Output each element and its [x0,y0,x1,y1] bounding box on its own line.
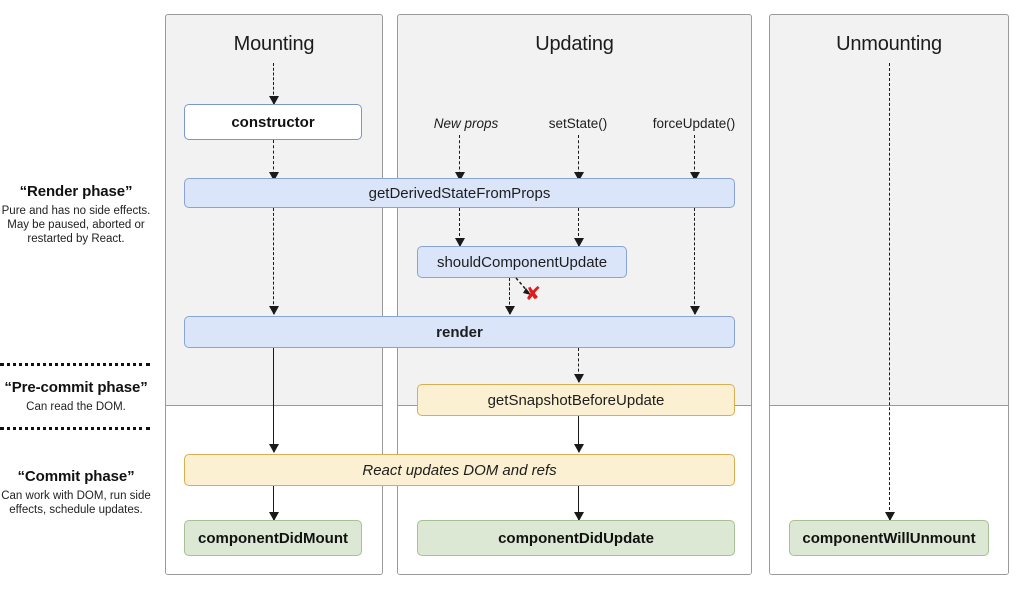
legend-commit-phase: “Commit phase” Can work with DOM, run si… [0,468,152,517]
node-component-did-update[interactable]: componentDidUpdate [417,520,735,556]
legend-render-phase: “Render phase” Pure and has no side effe… [0,183,152,246]
panel-updating-title: Updating [535,33,614,55]
node-get-derived-state-from-props[interactable]: getDerivedStateFromProps [184,178,735,208]
legend-divider-render-precommit [0,363,150,366]
node-should-component-update[interactable]: shouldComponentUpdate [417,246,627,278]
node-get-snapshot-before-update[interactable]: getSnapshotBeforeUpdate [417,384,735,416]
node-react-updates-dom-and-refs[interactable]: React updates DOM and refs [184,454,735,486]
trigger-force-update: forceUpdate() [652,116,736,131]
panel-mounting-title: Mounting [233,33,315,55]
node-render[interactable]: render [184,316,735,348]
legend-pre-commit-phase-title: “Pre-commit phase” [4,379,148,396]
legend-render-phase-title: “Render phase” [19,183,133,200]
node-constructor[interactable]: constructor [184,104,362,140]
panel-updating: Updating [397,14,752,575]
legend-pre-commit-phase-body: Can read the DOM. [26,401,126,413]
trigger-new-props: New props [433,116,499,131]
panel-unmounting-title: Unmounting [836,33,942,55]
arrow-scu-skip-render [515,277,531,295]
trigger-set-state: setState() [548,116,608,131]
legend-pre-commit-phase: “Pre-commit phase” Can read the DOM. [0,379,152,414]
legend-divider-precommit-commit [0,427,150,430]
legend-render-phase-body: Pure and has no side effects. May be pau… [1,205,151,245]
node-component-did-mount[interactable]: componentDidMount [184,520,362,556]
node-component-will-unmount[interactable]: componentWillUnmount [789,520,989,556]
legend-commit-phase-body: Can work with DOM, run side effects, sch… [1,490,151,516]
skip-render-x-icon: ✘ [525,283,541,305]
legend-commit-phase-title: “Commit phase” [17,468,135,485]
